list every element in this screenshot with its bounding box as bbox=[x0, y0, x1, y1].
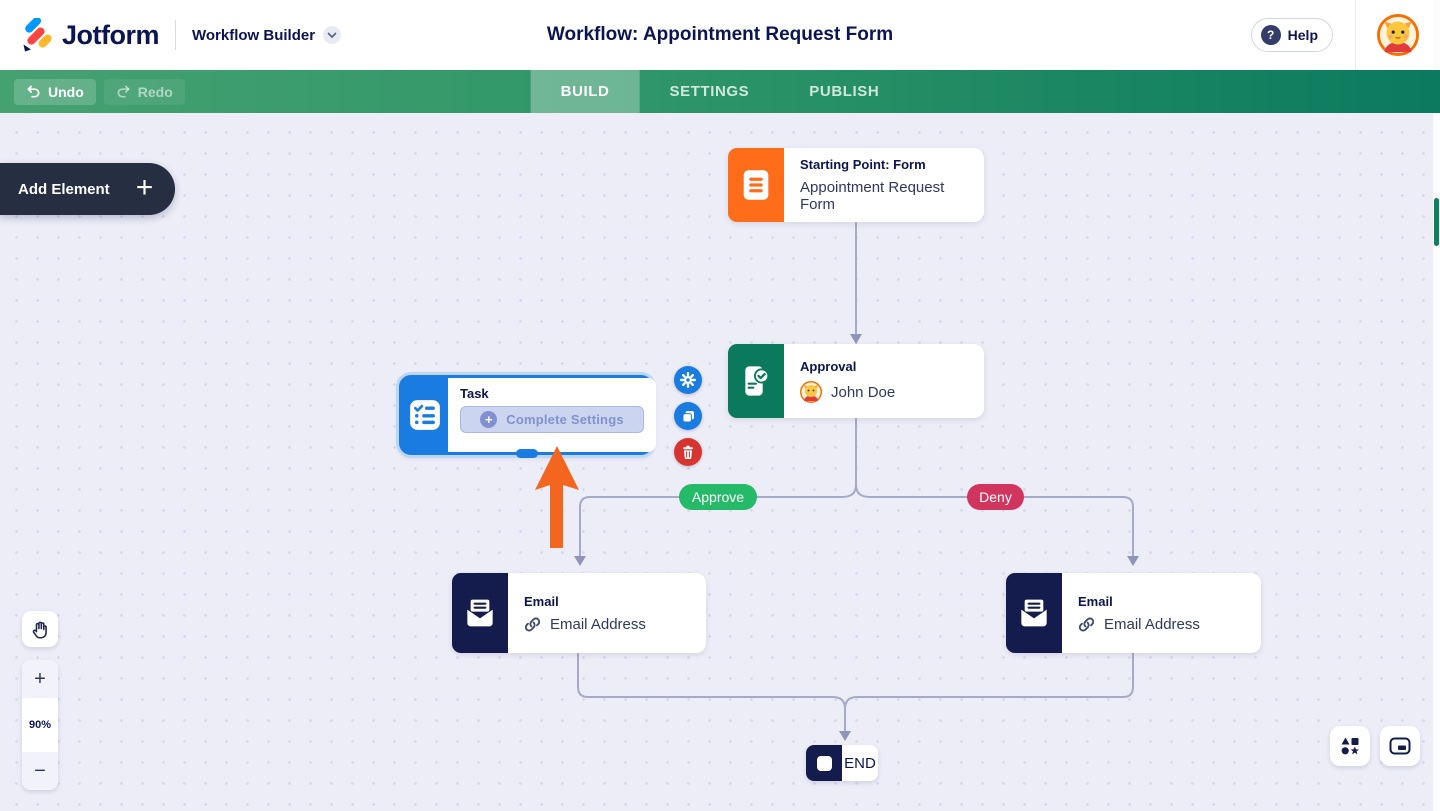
tab-publish[interactable]: PUBLISH bbox=[809, 83, 880, 100]
node-approval[interactable]: Approval John Doe bbox=[728, 344, 984, 418]
link-icon bbox=[1078, 617, 1095, 631]
approval-icon bbox=[728, 344, 784, 418]
brand-name: Jotform bbox=[62, 19, 160, 50]
email-icon bbox=[1006, 573, 1062, 653]
copy-icon bbox=[682, 410, 694, 422]
scrollbar-thumb[interactable] bbox=[1434, 198, 1439, 246]
zoom-level: 90% bbox=[22, 698, 58, 752]
avatar-divider bbox=[1355, 0, 1356, 70]
redo-label: Redo bbox=[137, 83, 173, 100]
pan-tool-button[interactable] bbox=[22, 611, 58, 647]
vertical-scrollbar[interactable] bbox=[1433, 0, 1440, 811]
add-element-button[interactable]: Add Element + bbox=[0, 163, 176, 215]
end-label: END bbox=[844, 754, 876, 772]
gear-icon bbox=[680, 372, 696, 388]
zoom-controls: + 90% − bbox=[22, 660, 58, 790]
node-task-selected[interactable]: Task + Complete Settings bbox=[399, 375, 656, 455]
tab-build[interactable]: BUILD bbox=[530, 70, 640, 113]
end-icon bbox=[806, 745, 842, 781]
plus-icon: + bbox=[135, 170, 154, 204]
form-icon bbox=[728, 148, 784, 222]
workflow-canvas[interactable]: Add Element + Starting Point: Form Appoi… bbox=[0, 113, 1440, 811]
redo-button[interactable]: Redo bbox=[103, 78, 185, 105]
add-element-label: Add Element bbox=[18, 180, 110, 198]
chevron-down-icon[interactable] bbox=[323, 26, 342, 44]
jotform-logo-icon bbox=[23, 18, 52, 52]
avatar[interactable] bbox=[1377, 14, 1419, 56]
help-button[interactable]: ? Help bbox=[1250, 18, 1333, 52]
branch-label-deny: Deny bbox=[967, 484, 1024, 510]
node-email-approve[interactable]: Email Email Address bbox=[452, 573, 706, 653]
node-value: Appointment Request Form bbox=[800, 179, 945, 213]
node-value: Email Address bbox=[1104, 615, 1200, 633]
minimap-icon bbox=[1389, 737, 1411, 755]
pointer-arrow-annotation bbox=[535, 446, 579, 548]
node-start-form[interactable]: Starting Point: Form Appointment Request… bbox=[728, 148, 984, 222]
undo-icon bbox=[27, 85, 40, 98]
node-type-label: Task bbox=[460, 386, 489, 401]
assignee-name: John Doe bbox=[831, 383, 896, 401]
toolbar-tabs: BUILD SETTINGS PUBLISH bbox=[530, 70, 910, 113]
product-name: Workflow Builder bbox=[192, 26, 316, 44]
workflow-toolbar: Undo Redo BUILD SETTINGS PUBLISH bbox=[0, 70, 1440, 113]
node-email-deny[interactable]: Email Email Address bbox=[1006, 573, 1261, 653]
header-divider bbox=[175, 20, 176, 50]
task-icon bbox=[402, 378, 448, 452]
scrollbar-toolbar-band bbox=[1433, 70, 1440, 113]
node-type-label: Email bbox=[524, 593, 559, 609]
task-connection-handle[interactable] bbox=[516, 449, 538, 458]
task-duplicate-button[interactable] bbox=[674, 402, 702, 430]
node-value: Email Address bbox=[550, 615, 646, 633]
trash-icon bbox=[683, 445, 693, 459]
task-delete-button[interactable] bbox=[674, 438, 702, 466]
node-type-label: Email bbox=[1078, 593, 1113, 609]
flow-connectors bbox=[574, 222, 1139, 741]
zoom-out-button[interactable]: − bbox=[22, 752, 58, 790]
redo-icon bbox=[117, 85, 130, 98]
zoom-in-button[interactable]: + bbox=[22, 660, 58, 698]
complete-settings-label: Complete Settings bbox=[506, 412, 624, 427]
tab-settings[interactable]: SETTINGS bbox=[669, 83, 750, 100]
hand-icon bbox=[32, 621, 47, 639]
assignee-avatar bbox=[800, 381, 822, 403]
question-icon: ? bbox=[1260, 25, 1281, 45]
email-icon bbox=[452, 573, 508, 653]
undo-button[interactable]: Undo bbox=[14, 78, 96, 105]
node-end[interactable]: END bbox=[806, 745, 878, 781]
elements-overview-button[interactable] bbox=[1330, 726, 1370, 766]
node-type-label: Starting Point: Form bbox=[800, 157, 926, 172]
shapes-icon bbox=[1341, 737, 1359, 755]
app-header: Jotform Workflow Builder Workflow: Appoi… bbox=[0, 0, 1440, 70]
link-icon bbox=[524, 617, 541, 631]
product-switcher[interactable]: Workflow Builder bbox=[192, 26, 342, 44]
minimap-toggle-button[interactable] bbox=[1380, 726, 1420, 766]
branch-label-approve: Approve bbox=[679, 484, 757, 510]
jotform-logo[interactable]: Jotform bbox=[0, 18, 160, 52]
node-type-label: Approval bbox=[800, 359, 857, 374]
plus-circle-icon: + bbox=[480, 411, 498, 428]
task-settings-button[interactable] bbox=[674, 366, 702, 394]
help-label: Help bbox=[1287, 27, 1318, 43]
complete-settings-button[interactable]: + Complete Settings bbox=[460, 406, 644, 433]
undo-label: Undo bbox=[48, 83, 84, 100]
